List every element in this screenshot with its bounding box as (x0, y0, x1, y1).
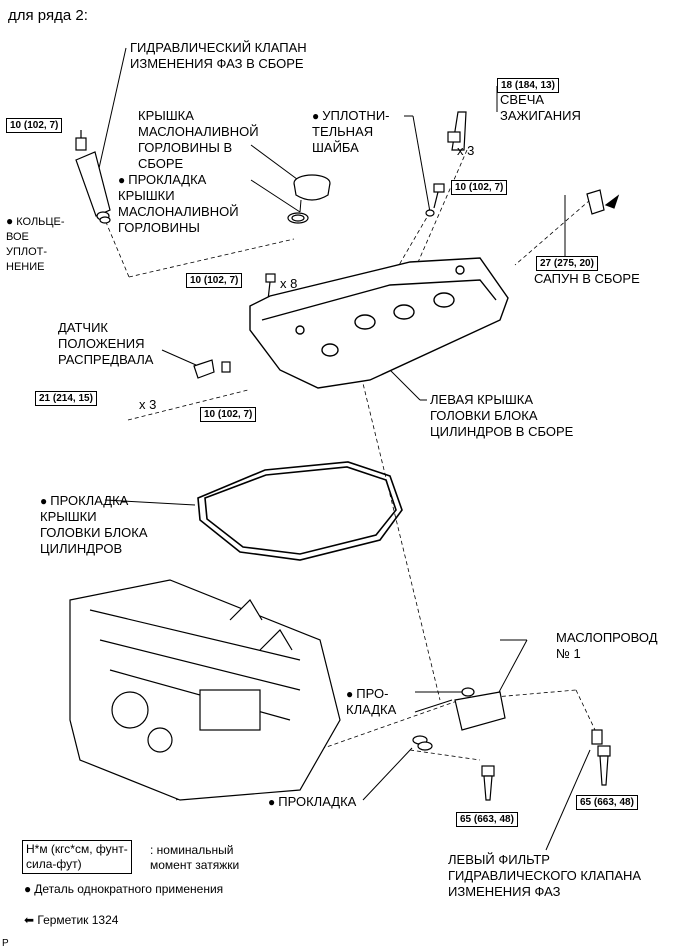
washer-label: УПЛОТНИ- ТЕЛЬНАЯ ШАЙБА (312, 108, 390, 156)
qty-label: x 8 (280, 276, 298, 291)
sealant-arrow-icon: ⬅ (24, 913, 38, 927)
header-label: для ряда 2: (8, 7, 88, 24)
gasket-pipe-label: ПРО- КЛАДКА (346, 686, 396, 718)
torque-spec: 65 (663, 48) (576, 795, 638, 810)
filter-label: ЛЕВЫЙ ФИЛЬТР ГИДРАВЛИЧЕСКОГО КЛАПАНА ИЗМ… (448, 852, 642, 899)
torque-spec: 10 (102, 7) (186, 273, 243, 288)
legend-single-use: Деталь однократного применения (24, 881, 223, 897)
ocv-label: ГИДРАВЛИЧЕСКИЙ КЛАПАН ИЗМЕНЕНИЯ ФАЗ В СБ… (130, 40, 307, 71)
gasket-lower-label: ПРОКЛАДКА (268, 794, 356, 810)
oil-pipe-label: МАСЛОПРОВОД № 1 (556, 630, 658, 661)
legend-sealant-text: Герметик 1324 (37, 913, 119, 927)
torque-spec: 10 (102, 7) (200, 407, 257, 422)
breather-label: САПУН В СБОРЕ (534, 271, 640, 286)
legend-torque-desc: : номинальный момент затяжки (150, 843, 240, 872)
torque-spec: 21 (214, 15) (35, 391, 97, 406)
torque-spec: 18 (184, 13) (497, 78, 559, 93)
oil-cap-gasket-label: ПРОКЛАДКА КРЫШКИ МАСЛОНАЛИВНОЙ ГОРЛОВИНЫ (118, 172, 239, 236)
footer-code: P (2, 938, 9, 949)
torque-spec: 10 (102, 7) (451, 180, 508, 195)
head-cover-label: ЛЕВАЯ КРЫШКА ГОЛОВКИ БЛОКА ЦИЛИНДРОВ В С… (430, 392, 574, 439)
oil-cap-label: КРЫШКА МАСЛОНАЛИВНОЙ ГОРЛОВИНЫ В СБОРЕ (138, 108, 259, 171)
o-ring-label: КОЛЬЦЕ- ВОЕ УПЛОТ- НЕНИЕ (6, 214, 65, 275)
legend-torque-unit: Н*м (кгс*см, фунт- сила-фут) (22, 840, 132, 874)
torque-spec: 65 (663, 48) (456, 812, 518, 827)
head-cover-gasket-label: ПРОКЛАДКА КРЫШКИ ГОЛОВКИ БЛОКА ЦИЛИНДРОВ (40, 493, 148, 557)
torque-spec: 27 (275, 20) (536, 256, 598, 271)
cam-sensor-label: ДАТЧИК ПОЛОЖЕНИЯ РАСПРЕДВАЛА (58, 320, 154, 367)
qty-label: x 3 (139, 397, 157, 412)
torque-spec: 10 (102, 7) (6, 118, 63, 133)
legend-sealant: ⬅ Герметик 1324 (24, 912, 118, 928)
qty-label: x 3 (457, 143, 475, 158)
spark-plug-label: СВЕЧА ЗАЖИГАНИЯ (500, 92, 581, 123)
